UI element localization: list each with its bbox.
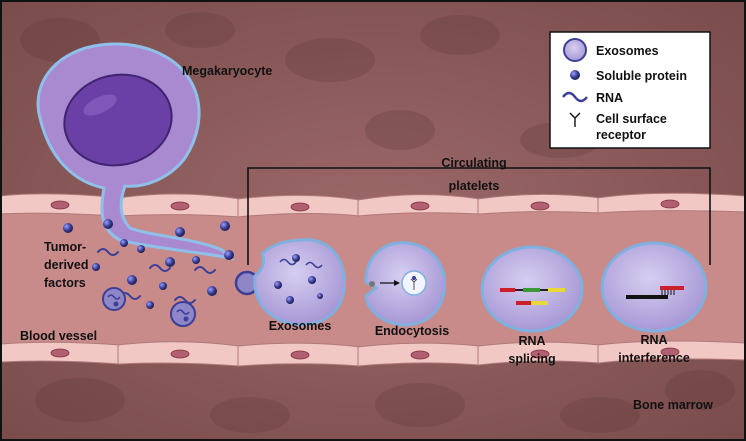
tumor-factors-proteins [63,219,234,309]
label-tumor: Tumor- [44,240,86,254]
legend-exosome-icon [563,38,587,62]
megakaryocyte-cell [36,42,235,261]
label-megakaryocyte: Megakaryocyte [182,64,272,78]
legend-receptor-label-2: receptor [596,128,646,142]
legend-receptor-label-1: Cell surface [596,112,667,126]
label-platelets: platelets [449,179,500,193]
label-rna-interference-2: interference [618,351,690,365]
legend-soluble-protein-label: Soluble protein [596,69,687,83]
background-texture [20,12,735,433]
label-blood-vessel: Blood vessel [20,329,97,343]
endothelium-bottom-nuclei [50,347,680,360]
platelet-endocytosis [364,241,447,327]
legend-receptor-icon [569,112,581,127]
label-rna-interference-1: RNA [640,333,667,347]
tumor-factors-exosomes [102,270,260,327]
legend-rna-icon [562,91,588,103]
legend-rna-label: RNA [596,91,623,105]
megakaryocyte-nucleus [63,73,173,167]
platelets-bracket [247,167,711,265]
label-endocytosis: Endocytosis [375,324,449,338]
label-factors: factors [44,276,86,290]
legend-exosomes-label: Exosomes [596,44,659,58]
endothelium-top-nuclei [50,199,680,212]
label-derived: derived [44,258,88,272]
legend: Exosomes Soluble protein RNA Cell surfac… [549,31,711,149]
platelet-rna-interference [600,241,708,333]
tumor-factors-rna [97,248,216,304]
label-circulating: Circulating [441,156,506,170]
platelet-exosomes [253,238,347,327]
label-rna-splicing-2: splicing [508,352,555,366]
legend-protein-icon [570,70,580,80]
platelet-rna-splicing [480,245,584,333]
label-rna-splicing-1: RNA [518,334,545,348]
label-bone-marrow: Bone marrow [633,398,713,412]
label-exosomes: Exosomes [269,319,332,333]
